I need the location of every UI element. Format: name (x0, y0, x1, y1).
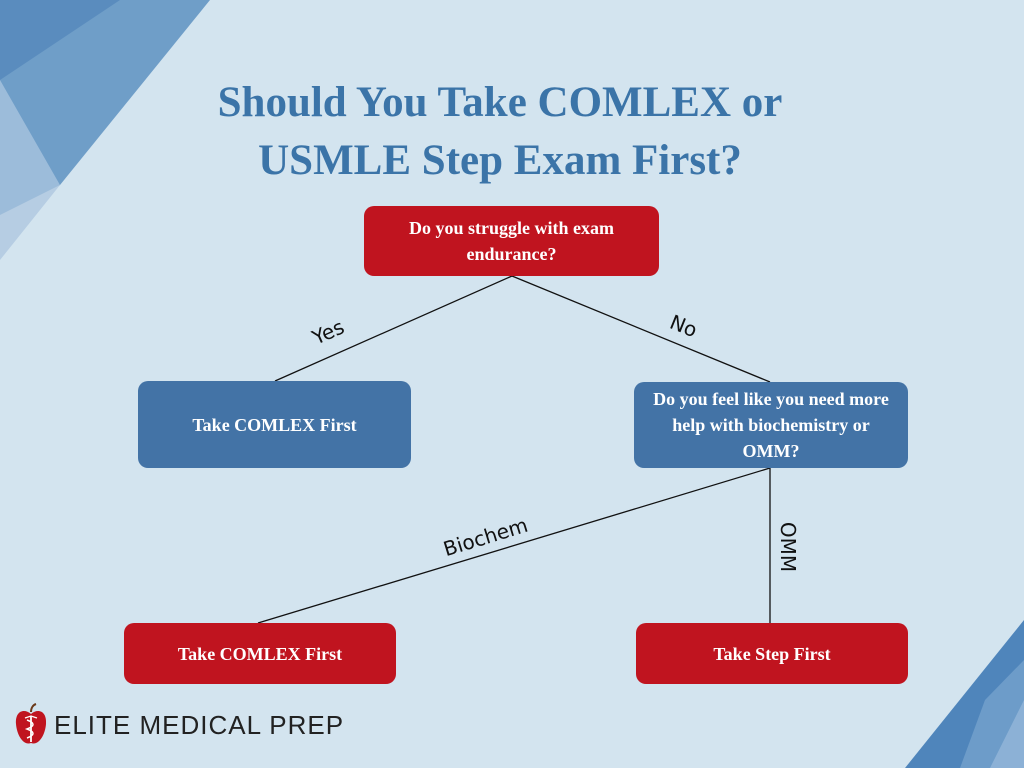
title-line-1: Should You Take COMLEX or (217, 79, 783, 126)
corner-shape-light (0, 80, 60, 215)
result-comlex-first-biochem-node: Take COMLEX First (124, 623, 396, 684)
title-line-2: USMLE Step Exam First? (258, 137, 742, 184)
apple-caduceus-icon (15, 703, 47, 744)
result-comlex-first-node: Take COMLEX First (138, 381, 411, 468)
result-step-first-node: Take Step First (636, 623, 908, 684)
edge-no-line (511, 275, 771, 383)
question-biochem-omm-node: Do you feel like you need more help with… (634, 382, 908, 468)
edge-biochem-line (257, 467, 771, 624)
corner-shape-lighter (0, 185, 60, 260)
edge-label-omm: OMM (776, 521, 801, 573)
corner-shape-dark (0, 0, 210, 215)
corner-shape-darker (0, 0, 120, 80)
question-endurance-node: Do you struggle with exam endurance? (364, 206, 659, 276)
logo: ELITE MEDICAL PREP (14, 700, 344, 750)
logo-text: ELITE MEDICAL PREP (54, 709, 345, 740)
page-title: Should You Take COMLEX or USMLE Step Exa… (150, 74, 850, 190)
edge-yes-line (274, 275, 513, 382)
corner-shape-br-light (990, 700, 1024, 768)
